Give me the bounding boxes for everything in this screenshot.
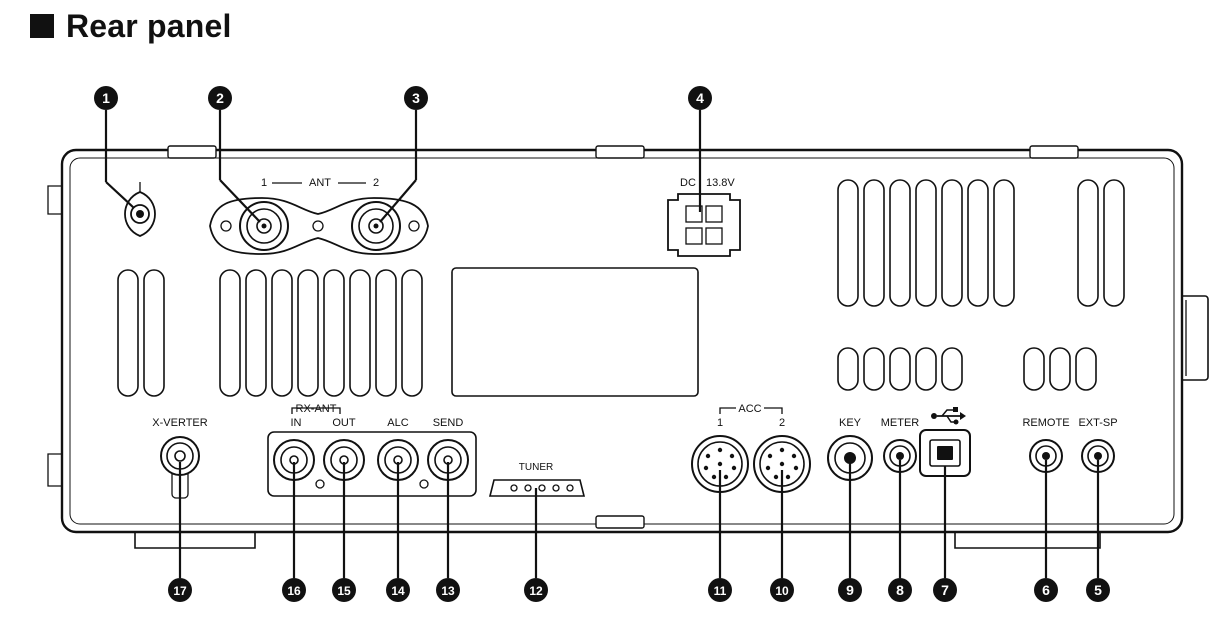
remote-jack[interactable] [1029,439,1063,473]
svg-text:17: 17 [173,584,187,598]
svg-text:14: 14 [391,584,405,598]
dc-voltage-label: 13.8V [706,177,735,189]
callout-10: 10 [770,578,794,602]
callout-16: 16 [282,578,306,602]
ant-2-label: 2 [373,177,379,189]
ant-2-connector[interactable] [351,201,401,251]
svg-text:15: 15 [337,584,351,598]
dc-label: DC [680,177,696,189]
callout-14: 14 [386,578,410,602]
vent-slots-right-lower [837,347,1097,391]
alc-label: ALC [387,417,408,429]
svg-text:11: 11 [714,584,727,598]
usb-port[interactable] [919,429,971,477]
callout-11: 11 [708,578,732,602]
callout-17: 17 [168,578,192,602]
right-fan-knob [1179,295,1209,381]
key-label: KEY [839,417,862,429]
svg-text:1: 1 [102,90,110,106]
svg-text:16: 16 [287,584,301,598]
svg-text:2: 2 [216,90,224,106]
svg-text:10: 10 [775,584,789,598]
callout-12: 12 [524,578,548,602]
acc-label: ACC [738,403,761,415]
callout-13: 13 [436,578,460,602]
remote-label: REMOTE [1022,417,1069,429]
page-title: Rear panel [30,6,232,46]
vent-slots-center [219,269,423,397]
send-label: SEND [433,417,464,429]
x-verter-label: X-VERTER [152,417,207,429]
tuner-label: TUNER [519,462,553,473]
svg-text:3: 3 [412,90,420,106]
callout-2: 2 [208,86,232,110]
svg-text:9: 9 [846,582,854,598]
ant-1-label: 1 [261,177,267,189]
svg-text:5: 5 [1094,582,1102,598]
svg-text:8: 8 [896,582,904,598]
svg-text:6: 6 [1042,582,1050,598]
svg-text:12: 12 [529,584,543,598]
callout-9: 9 [838,578,862,602]
out-label: OUT [332,417,356,429]
callout-3: 3 [404,86,428,110]
in-label: IN [291,417,302,429]
usb-icon [931,407,966,425]
svg-text:7: 7 [941,582,949,598]
ext-sp-label: EXT-SP [1078,417,1117,429]
label-plate [451,267,699,397]
left-handle-top [47,185,62,215]
rx-ant-out-jack[interactable] [323,439,365,481]
acc-2-label: 2 [779,417,785,429]
title-square-icon [30,14,54,38]
callout-15: 15 [332,578,356,602]
left-handle-bottom [47,453,62,487]
ground-terminal[interactable] [124,182,156,237]
callout-8: 8 [888,578,912,602]
acc-1-din-socket[interactable] [691,435,749,493]
svg-text:13: 13 [441,584,455,598]
callout-6: 6 [1034,578,1058,602]
callout-5: 5 [1086,578,1110,602]
svg-text:4: 4 [696,90,704,106]
callout-7: 7 [933,578,957,602]
title-text: Rear panel [66,7,232,44]
rx-ant-label: RX-ANT [296,403,337,415]
dc-power-socket[interactable] [667,193,741,257]
ant-label: ANT [309,177,331,189]
acc-1-label: 1 [717,417,723,429]
meter-label: METER [881,417,920,429]
vent-slots-right-upper [837,179,1125,307]
callout-1: 1 [94,86,118,110]
meter-jack[interactable] [883,439,917,473]
callout-4: 4 [688,86,712,110]
vent-slots-left [117,269,165,397]
